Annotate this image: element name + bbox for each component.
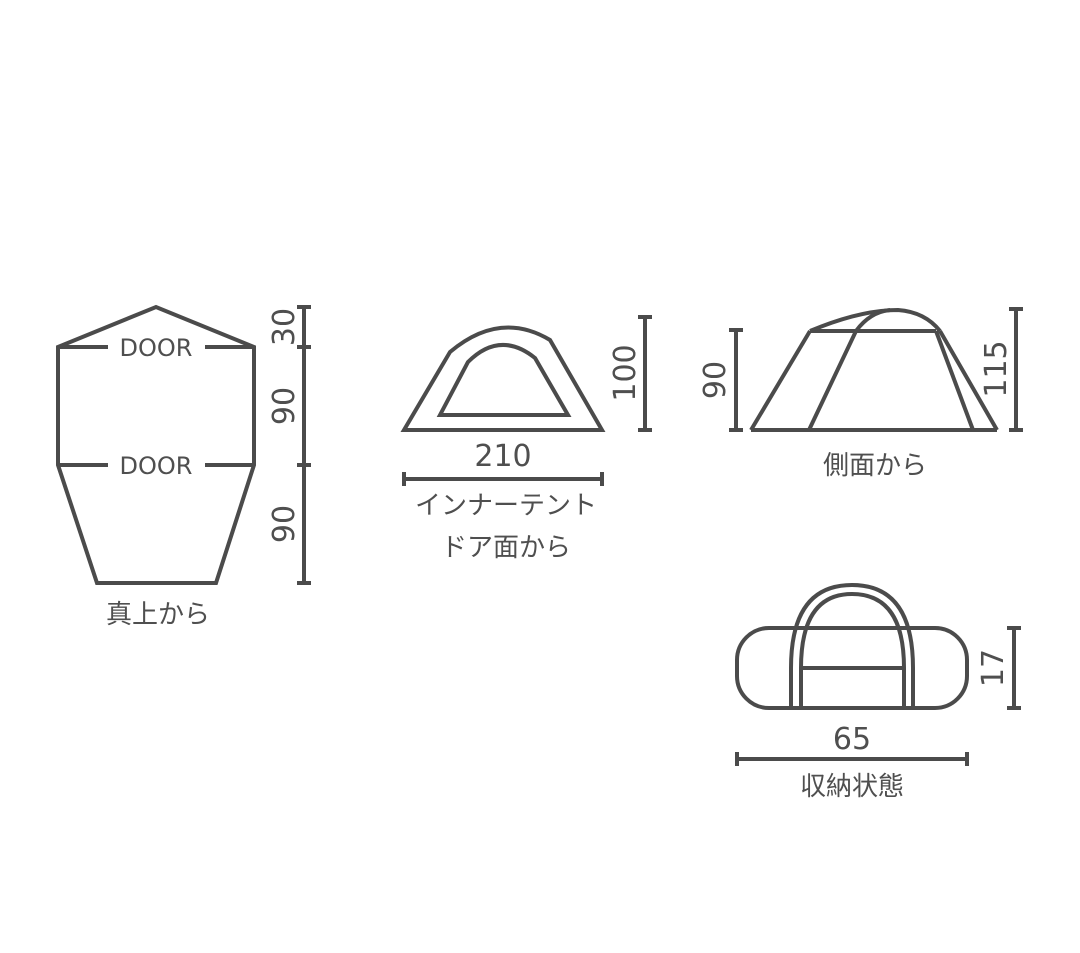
side-view: 90 115 側面から	[698, 307, 1023, 481]
inner-height-label: 100	[608, 344, 643, 401]
inner-width-label: 210	[474, 439, 531, 474]
storage-caption: 収納状態	[800, 772, 904, 802]
side-right-wall	[934, 330, 975, 431]
side-view-caption: 側面から	[823, 451, 927, 481]
storage-handle-inner	[799, 591, 906, 708]
side-canopy	[809, 307, 942, 333]
storage-view: 17 65 収納状態	[735, 582, 1021, 802]
storage-width-label: 65	[833, 722, 871, 757]
inner-tent-door	[436, 343, 572, 417]
dim-label-90-lower: 90	[267, 505, 302, 543]
door-label-mid: DOOR	[120, 452, 193, 480]
side-fly-edge	[938, 330, 999, 431]
dim-label-90-upper: 90	[267, 387, 302, 425]
side-left-wall	[749, 329, 812, 432]
inner-door-view: 100 210 インナーテント ドア面から	[400, 315, 652, 563]
top-view-caption: 真上から	[106, 600, 210, 630]
inner-tent-outline	[400, 325, 606, 432]
storage-height-label: 17	[976, 649, 1011, 687]
top-view: DOOR DOOR 30 90 90 真上から	[56, 304, 311, 630]
dim-label-30: 30	[267, 308, 302, 346]
top-view-outline	[56, 304, 256, 585]
storage-handle-outer	[789, 582, 915, 708]
inner-caption-line2: ドア面から	[441, 533, 571, 563]
side-left-height-label: 90	[698, 361, 733, 399]
side-right-height-label: 115	[979, 340, 1014, 397]
door-label-top: DOOR	[120, 334, 193, 362]
side-pole-arch	[807, 308, 891, 431]
inner-caption-line1: インナーテント	[415, 491, 597, 521]
